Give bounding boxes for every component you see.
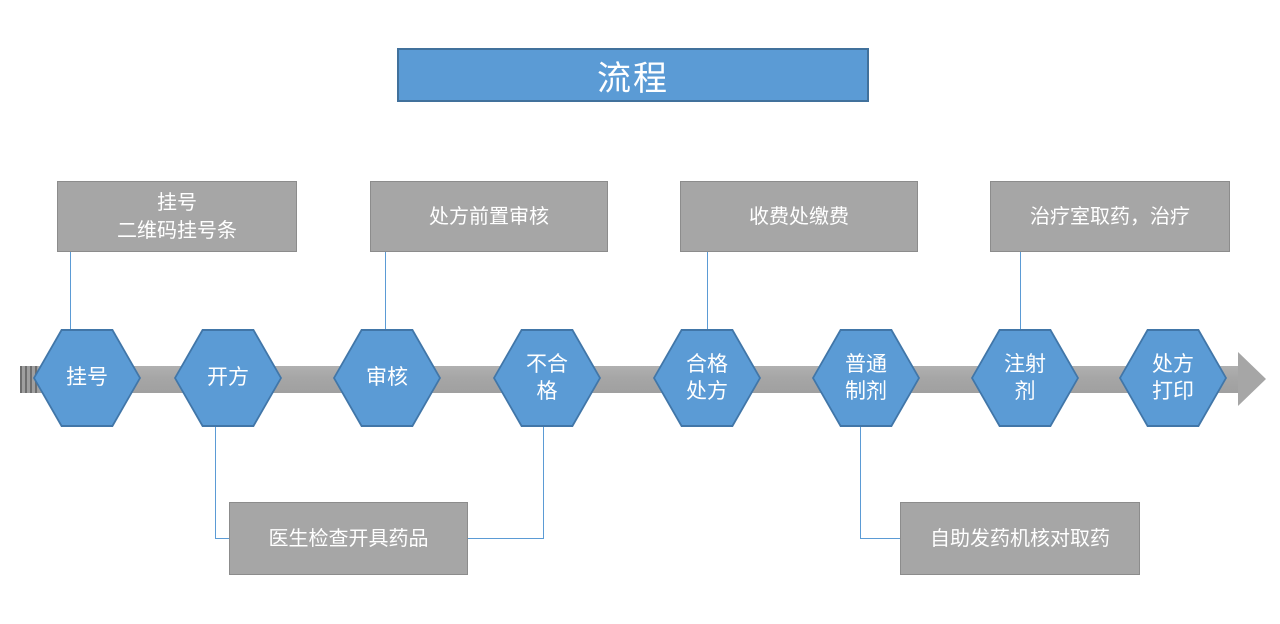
hex-node-register-label: 挂号 xyxy=(66,366,108,390)
top-label-registration: 挂号 二维码挂号条 xyxy=(57,181,297,252)
connector-treatment-label xyxy=(1020,252,1021,331)
bottom-label-dispensing-machine-text: 自助发药机核对取药 xyxy=(930,527,1110,550)
connector-preparation-to-dispenser-v xyxy=(860,427,861,539)
diagram-title: 流程 xyxy=(397,48,869,102)
top-label-payment-text: 收费处缴费 xyxy=(749,205,849,228)
top-label-payment: 收费处缴费 xyxy=(680,181,918,252)
hex-node-prescribe-label: 开方 xyxy=(207,366,249,390)
connector-prescribe-to-doctorcheck-v xyxy=(215,427,216,539)
connector-doctorcheck-to-unqualified-v xyxy=(543,427,544,539)
hex-node-unqualified: 不合 格 xyxy=(493,329,601,427)
hex-node-ordinary-preparation: 普通 制剂 xyxy=(812,329,920,427)
hex-node-injection: 注射 剂 xyxy=(971,329,1079,427)
bottom-label-dispensing-machine: 自助发药机核对取药 xyxy=(900,502,1140,575)
bottom-label-doctor-check-text: 医生检查开具药品 xyxy=(268,527,429,550)
connector-doctorcheck-to-unqualified-h xyxy=(468,538,543,539)
hex-node-ordinary-preparation-label: 普通 制剂 xyxy=(845,352,887,403)
hex-node-qualified-prescription: 合格 处方 xyxy=(653,329,761,427)
hex-node-unqualified-label: 不合 格 xyxy=(526,352,568,403)
hex-node-injection-label: 注射 剂 xyxy=(1004,352,1046,403)
hex-node-review-label: 审核 xyxy=(366,366,408,390)
hex-node-prescription-print: 处方 打印 xyxy=(1119,329,1227,427)
timeline-arrow-head-icon xyxy=(1238,352,1266,406)
top-label-treatment-room-text: 治疗室取药，治疗 xyxy=(1030,205,1190,228)
top-label-treatment-room: 治疗室取药，治疗 xyxy=(990,181,1230,252)
timeline-arrow-tail-stripes xyxy=(20,366,38,393)
hex-node-prescription-print-label: 处方 打印 xyxy=(1152,352,1194,403)
hex-node-register: 挂号 xyxy=(33,329,141,427)
connector-registration-label xyxy=(70,252,71,331)
connector-payment-label xyxy=(707,252,708,331)
hex-node-prescribe: 开方 xyxy=(174,329,282,427)
connector-prescribe-to-doctorcheck-h xyxy=(215,538,229,539)
bottom-label-doctor-check: 医生检查开具药品 xyxy=(229,502,468,575)
top-label-prescription-prereview-text: 处方前置审核 xyxy=(429,205,549,228)
top-label-registration-text: 挂号 二维码挂号条 xyxy=(117,191,237,242)
hex-node-review: 审核 xyxy=(333,329,441,427)
connector-preparation-to-dispenser-h xyxy=(860,538,901,539)
connector-prereview-label xyxy=(385,252,386,331)
diagram-title-label: 流程 xyxy=(597,59,669,98)
top-label-prescription-prereview: 处方前置审核 xyxy=(370,181,608,252)
hex-node-qualified-prescription-label: 合格 处方 xyxy=(686,352,728,403)
